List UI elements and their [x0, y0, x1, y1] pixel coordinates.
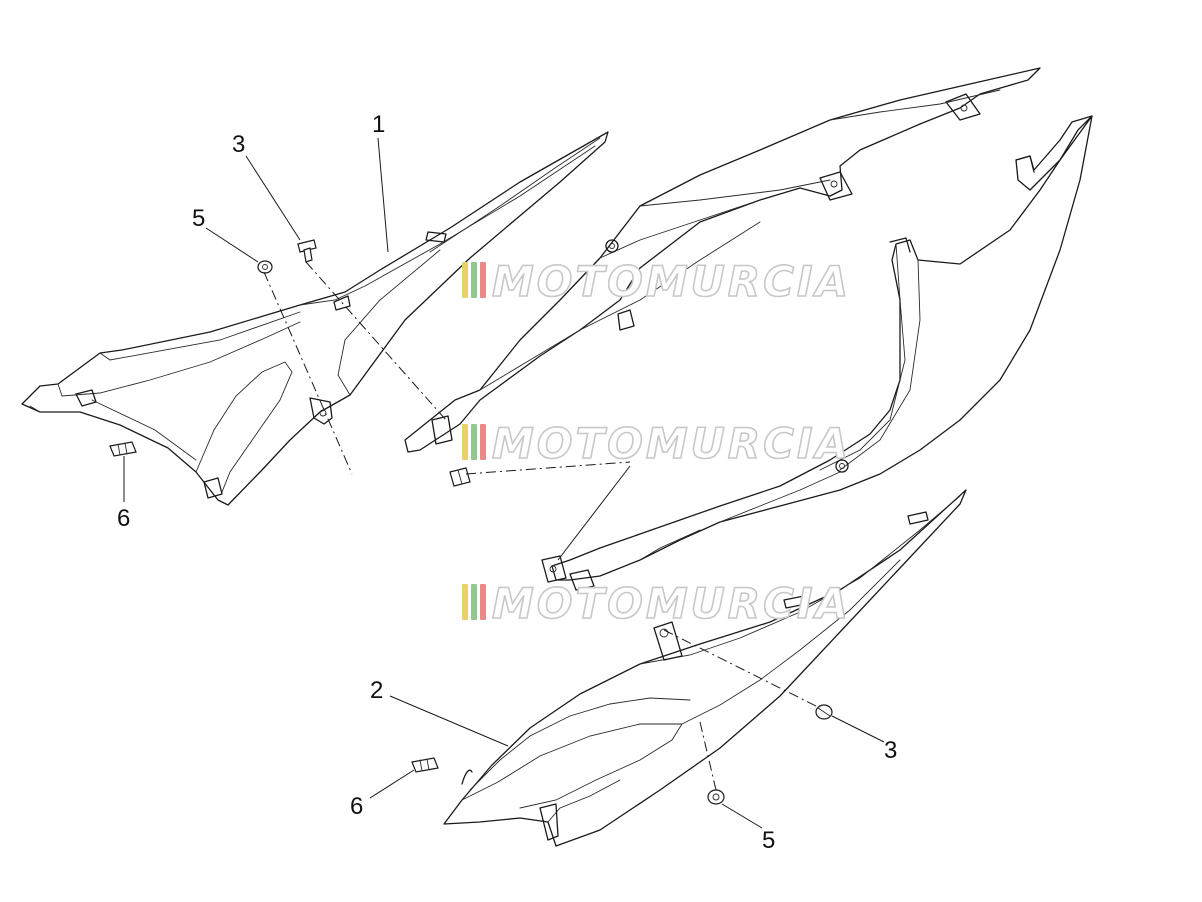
clip-6-right	[411, 757, 439, 773]
watermark-stripe-yellow	[462, 584, 468, 620]
watermark-top: MOTOMURCIA	[462, 256, 851, 307]
screw-3-top	[297, 239, 317, 263]
nut-5-top	[257, 260, 273, 274]
watermark-stripe-red	[480, 262, 486, 298]
watermark-stripe-green	[471, 584, 477, 620]
watermark-stripe-red	[480, 584, 486, 620]
watermark-text: MOTOMURCIA	[492, 579, 851, 628]
watermark-middle: MOTOMURCIA	[462, 418, 851, 469]
callout-2: 2	[370, 677, 383, 704]
callout-3-top: 3	[232, 131, 245, 158]
bolt-center	[449, 467, 471, 487]
watermark-stripe-green	[471, 262, 477, 298]
watermark-bottom: MOTOMURCIA	[462, 578, 851, 629]
assembly-axes	[263, 261, 821, 791]
leader-lines	[123, 137, 885, 829]
watermark-text: MOTOMURCIA	[492, 257, 851, 306]
callout-5-top: 5	[192, 205, 205, 232]
watermark-stripe-yellow	[462, 424, 468, 460]
clip-6-left	[109, 441, 137, 457]
rear-tail-frame	[404, 67, 1093, 591]
callout-6-right: 6	[350, 793, 363, 820]
watermark-stripe-red	[480, 424, 486, 460]
left-side-panel	[21, 131, 609, 506]
watermark-stripe-green	[471, 424, 477, 460]
nut-5-bottom	[707, 789, 725, 805]
screw-3-bottom	[815, 704, 833, 720]
callout-3-bottom: 3	[884, 737, 897, 764]
watermark-text: MOTOMURCIA	[492, 419, 851, 468]
watermark-stripe-yellow	[462, 262, 468, 298]
callout-labels: 1 2 3 3 5 5 6 6	[117, 111, 897, 854]
callout-5-bottom: 5	[762, 827, 775, 854]
right-side-panel	[443, 489, 967, 847]
callout-1: 1	[372, 111, 385, 138]
callout-6-left: 6	[117, 505, 130, 532]
